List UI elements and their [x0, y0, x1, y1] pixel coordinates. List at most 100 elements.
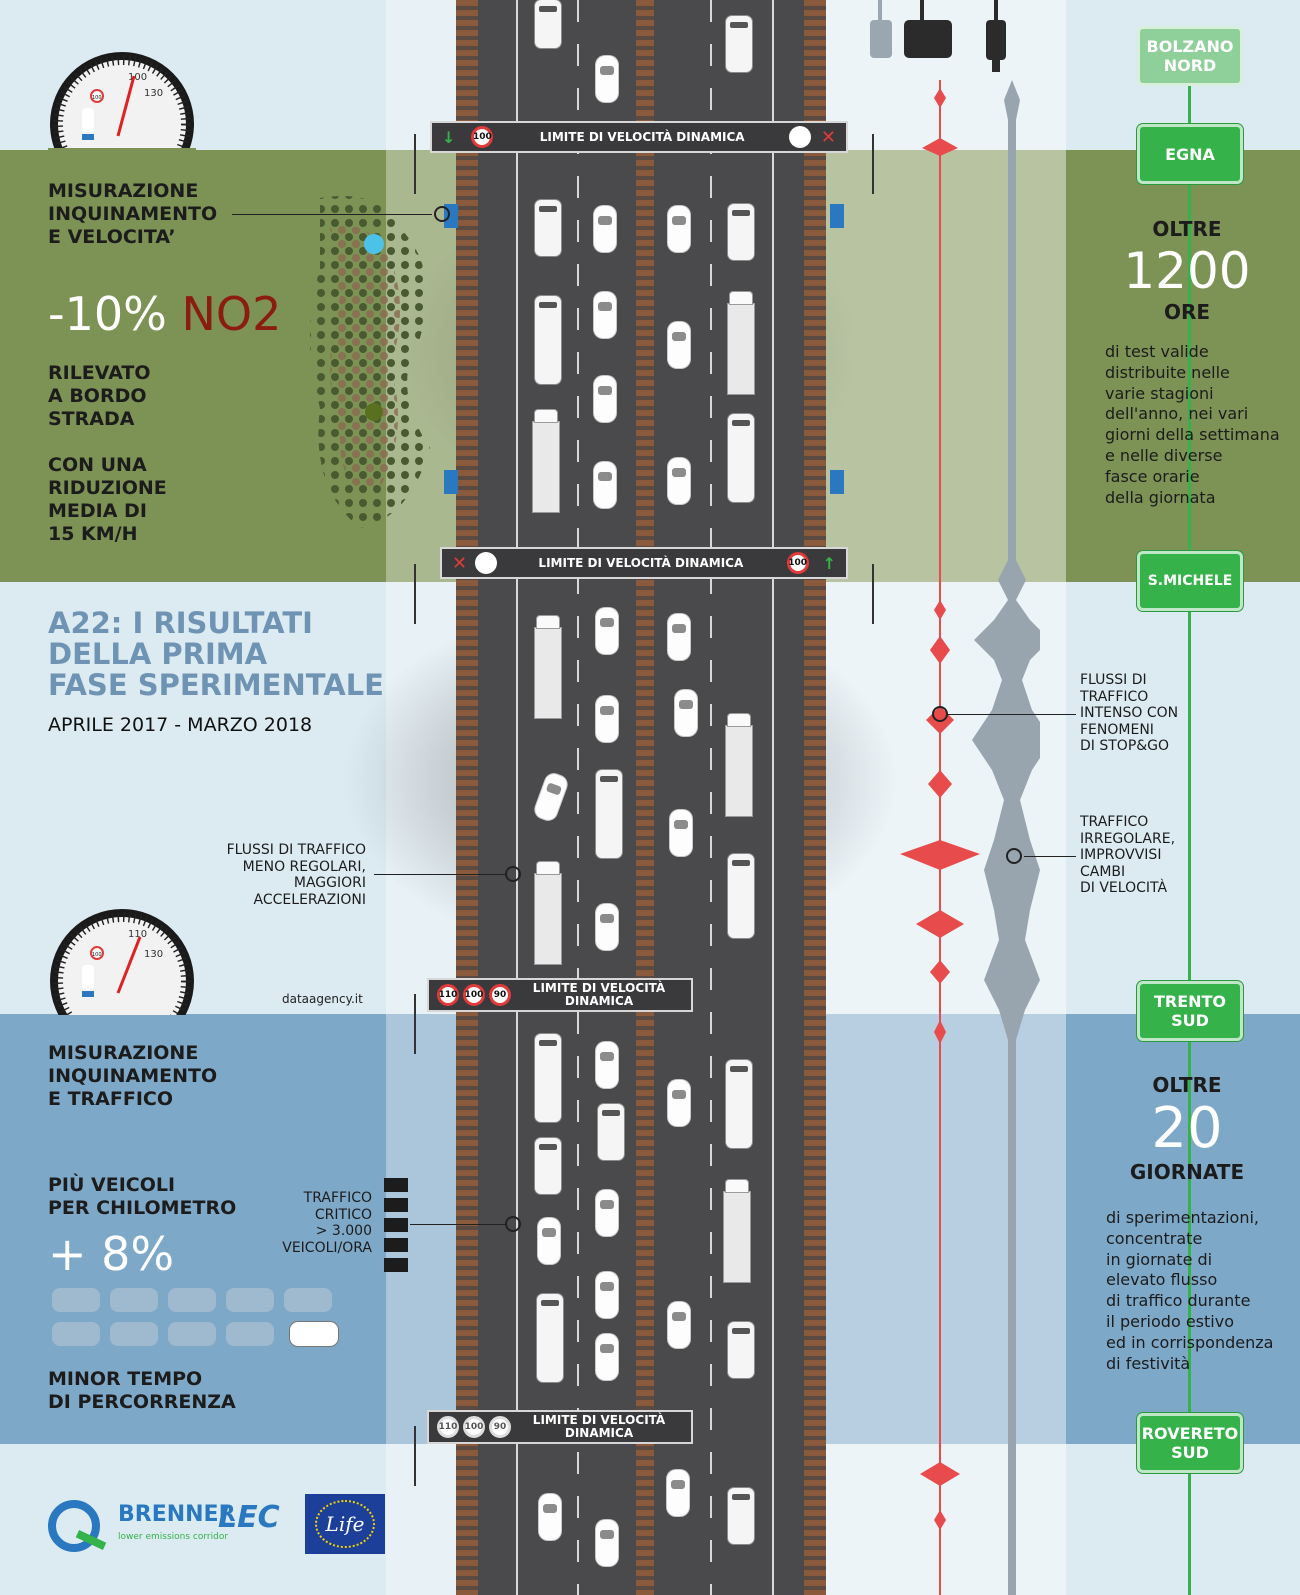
stat-number: 20 — [1151, 1096, 1223, 1161]
vehicle-car — [596, 1042, 618, 1088]
vehicle-bus — [728, 204, 754, 260]
critical-bars-icon — [384, 1178, 408, 1274]
pedal-icons — [870, 0, 1006, 72]
limit-cancelled-icon — [788, 126, 811, 148]
station-bolzano-nord: BOLZANO NORD — [1137, 26, 1243, 86]
brenner-lec-logo: BRENNER LEC lower emissions corridor — [48, 1498, 288, 1558]
no2-label: NO2 — [181, 287, 282, 341]
life-label: Life — [325, 1512, 365, 1536]
limit-cancelled-icon — [475, 552, 498, 574]
vehicle-bus — [726, 1060, 752, 1148]
station-trento-sud: TRENTO SUD — [1137, 981, 1243, 1041]
vehicle-bus — [537, 1294, 563, 1382]
car-icon — [168, 1288, 216, 1312]
stat-number: 1200 — [1123, 242, 1251, 300]
speed-sign-gantry-4: 110 100 90 LIMITE DI VELOCITÀ DINAMICA — [427, 1410, 693, 1444]
vehicle-car — [596, 904, 618, 950]
roadside-sensor — [830, 204, 844, 228]
stat-days-desc: di sperimentazioni, concentrate in giorn… — [1106, 1208, 1274, 1373]
page-title: A22: I RISULTATI DELLA PRIMA FASE SPERIM… — [48, 606, 384, 702]
speed-limit-sign: 100 — [463, 984, 485, 1006]
annotation-less-regular: FLUSSI DI TRAFFICO MENO REGOLARI, MAGGIO… — [226, 842, 366, 908]
leader-dot — [505, 866, 521, 882]
stat-pre: OLTRE — [1152, 1073, 1222, 1097]
leader-line — [1024, 856, 1076, 857]
roadside-sensor — [444, 470, 458, 494]
vehicle-bus — [535, 1138, 561, 1194]
leader-dot — [1006, 848, 1022, 864]
stat-hours-desc: di test valide distribuite nelle varie s… — [1105, 342, 1280, 507]
gantry-pole — [414, 1426, 416, 1486]
annotation-irregular: TRAFFICO IRREGOLARE, IMPROVVISI CAMBI DI… — [1080, 814, 1176, 896]
sign-label: LIMITE DI VELOCITÀ DINAMICA — [532, 1413, 666, 1440]
vehicle-car — [667, 1470, 689, 1516]
logo-lec: LEC — [218, 1500, 280, 1535]
speed-limit-sign: 110 — [437, 984, 459, 1006]
vehicle-car — [596, 1190, 618, 1236]
speed-limit-sign: 100 — [786, 552, 809, 574]
speed-limit-cancelled: 90 — [489, 1416, 511, 1438]
speed-limit-sign: 100 — [471, 126, 494, 148]
stat-unit: GIORNATE — [1129, 1160, 1245, 1184]
lane-line — [577, 0, 579, 1595]
vehicle-car — [538, 1218, 560, 1264]
dial-inner-label: 100 — [92, 952, 102, 958]
sign-label: LIMITE DI VELOCITÀ DINAMICA — [532, 981, 666, 1008]
vehicle-bus — [728, 1322, 754, 1378]
speedometer-top: 100 130 100 — [48, 52, 196, 150]
no2-value: -10% NO2 — [48, 288, 281, 340]
gantry-pole — [414, 134, 416, 194]
vehicles-value: + 8% — [48, 1227, 175, 1281]
vehicle-car — [596, 56, 618, 102]
vehicle-car — [594, 292, 616, 338]
gantry-pole — [414, 994, 416, 1054]
pollution-dots — [310, 196, 430, 528]
station-egna: EGNA — [1137, 124, 1243, 184]
speed-sign-gantry-1: ↓ 100 LIMITE DI VELOCITÀ DINAMICA ✕ — [430, 121, 848, 153]
speed-sign-gantry-3: 110 100 90 LIMITE DI VELOCITÀ DINAMICA — [427, 978, 693, 1012]
lane-line — [710, 0, 712, 1595]
road-edge-left — [456, 0, 478, 1595]
road-edge-right — [804, 0, 826, 1595]
vehicle-truck — [535, 616, 561, 718]
vehicle-bus — [728, 414, 754, 502]
vehicle-grid — [52, 1288, 352, 1348]
dial-label: 100 — [128, 72, 147, 83]
reduction-label: CON UNA RIDUZIONE MEDIA DI 15 KM/H — [48, 454, 167, 545]
vehicle-car — [670, 810, 692, 856]
vehicle-truck — [726, 714, 752, 816]
leader-dot — [932, 706, 948, 722]
close-x-icon: ✕ — [820, 126, 836, 148]
vehicle-bus — [596, 770, 622, 858]
car-icon — [168, 1322, 216, 1346]
dial-label: 110 — [128, 929, 147, 940]
lane-line — [772, 0, 774, 1595]
vehicle-car — [596, 1272, 618, 1318]
page-period: APRILE 2017 - MARZO 2018 — [48, 714, 313, 736]
car-icon — [284, 1288, 332, 1312]
car-icon — [52, 1322, 100, 1346]
speed-limit-sign: 90 — [489, 984, 511, 1006]
dial-label: 130 — [144, 88, 163, 99]
road-median — [636, 0, 654, 1595]
route-line — [1188, 80, 1191, 1595]
vehicle-car — [596, 1520, 618, 1566]
vehicle-truck — [533, 410, 559, 512]
stat-days: OLTRE 20 GIORNATE — [1087, 1074, 1287, 1184]
leader-line — [948, 714, 1076, 715]
vehicle-car — [594, 462, 616, 508]
vehicle-car — [668, 206, 690, 252]
credit-text: dataagency.it — [282, 992, 363, 1006]
speed-sign-gantry-2: ✕ LIMITE DI VELOCITÀ DINAMICA 100 ↑ — [440, 547, 848, 579]
vehicle-truck — [535, 862, 561, 964]
leader-line — [410, 1224, 506, 1225]
dial-inner-label: 100 — [92, 95, 102, 101]
car-icon — [110, 1288, 158, 1312]
vehicle-car — [675, 690, 697, 736]
gantry-pole — [872, 564, 874, 624]
vehicles-label: PIÙ VEICOLI PER CHILOMETRO — [48, 1174, 237, 1219]
vehicle-bus — [598, 1104, 624, 1160]
close-x-icon: ✕ — [452, 552, 468, 574]
annotation-stop-go: FLUSSI DI TRAFFICO INTENSO CON FENOMENI … — [1080, 672, 1179, 754]
